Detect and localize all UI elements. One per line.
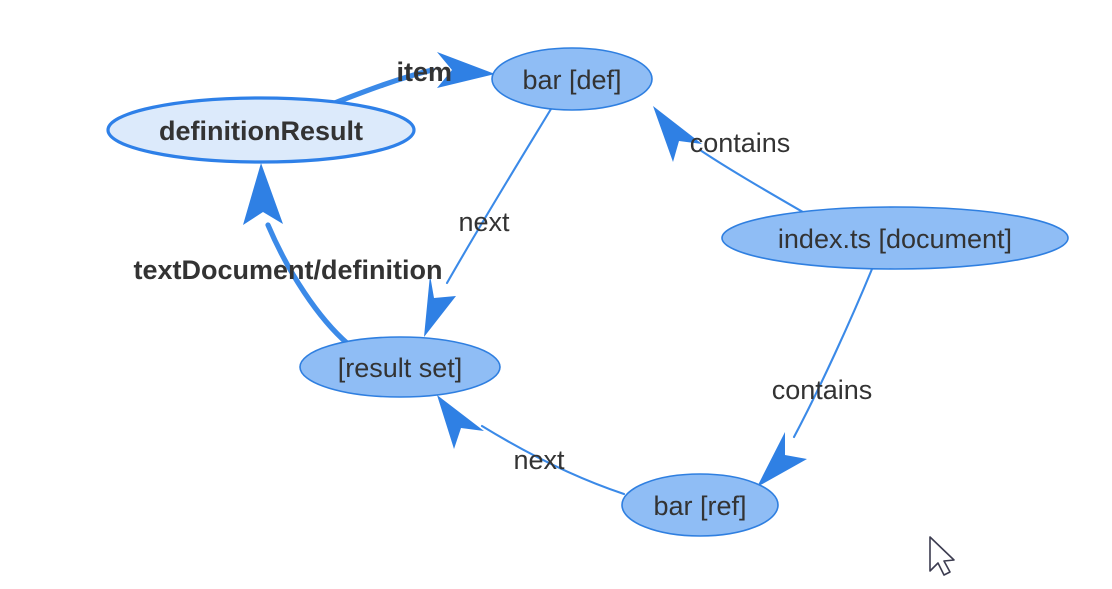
- edge-label-layer: item textDocument/definition next contai…: [134, 57, 873, 475]
- node-resultSet[interactable]: [result set]: [299, 336, 501, 398]
- edge-textdocument-definition-arrowhead: [243, 163, 283, 225]
- node-resultSet-shape: [299, 336, 501, 398]
- edge-contains-top[interactable]: [653, 106, 810, 217]
- edge-contains-bottom[interactable]: [757, 267, 874, 487]
- node-definitionResult[interactable]: definitionResult: [106, 96, 416, 164]
- node-indexTs-shape: [721, 206, 1069, 270]
- node-barDef-shape: [491, 47, 653, 111]
- node-barDef-label: bar [def]: [522, 65, 621, 95]
- edge-next-top[interactable]: [424, 107, 553, 337]
- node-indexTs-label: index.ts [document]: [778, 224, 1012, 254]
- edge-next-bottom-arrowhead: [437, 395, 484, 449]
- edge-item-line: [329, 67, 435, 107]
- edge-next-bottom[interactable]: [437, 395, 626, 496]
- edge-label-textdocument-definition: textDocument/definition: [134, 255, 443, 285]
- edge-next-top-arrowhead: [424, 275, 456, 337]
- node-indexTs[interactable]: index.ts [document]: [721, 206, 1069, 270]
- node-resultSet-label: [result set]: [338, 353, 463, 383]
- node-barRef[interactable]: bar [ref]: [621, 473, 779, 537]
- edge-label-next-bottom: next: [513, 445, 565, 475]
- edge-contains-top-arrowhead: [653, 106, 702, 162]
- edge-label-next-top: next: [458, 207, 510, 237]
- node-layer: definitionResult bar [def] index.ts [doc…: [106, 47, 1069, 537]
- edge-textdocument-definition[interactable]: [243, 163, 351, 347]
- edge-textdocument-definition-line: [265, 222, 351, 347]
- edge-contains-bottom-line: [792, 267, 874, 439]
- edge-next-top-line: [445, 107, 553, 285]
- node-barDef[interactable]: bar [def]: [491, 47, 653, 111]
- node-barRef-shape: [621, 473, 779, 537]
- edge-next-bottom-line: [480, 424, 626, 496]
- edge-layer: [243, 52, 874, 496]
- edge-label-item: item: [396, 57, 452, 87]
- node-barRef-label: bar [ref]: [653, 491, 746, 521]
- node-definitionResult-label: definitionResult: [159, 116, 363, 146]
- edge-label-contains-top: contains: [690, 128, 791, 158]
- edge-contains-top-line: [698, 148, 810, 217]
- edge-item-arrowhead: [437, 52, 495, 88]
- edge-item[interactable]: [329, 52, 495, 107]
- node-definitionResult-shape: [106, 96, 416, 164]
- edge-contains-bottom-arrowhead: [757, 432, 807, 487]
- edge-label-contains-bottom: contains: [772, 375, 873, 405]
